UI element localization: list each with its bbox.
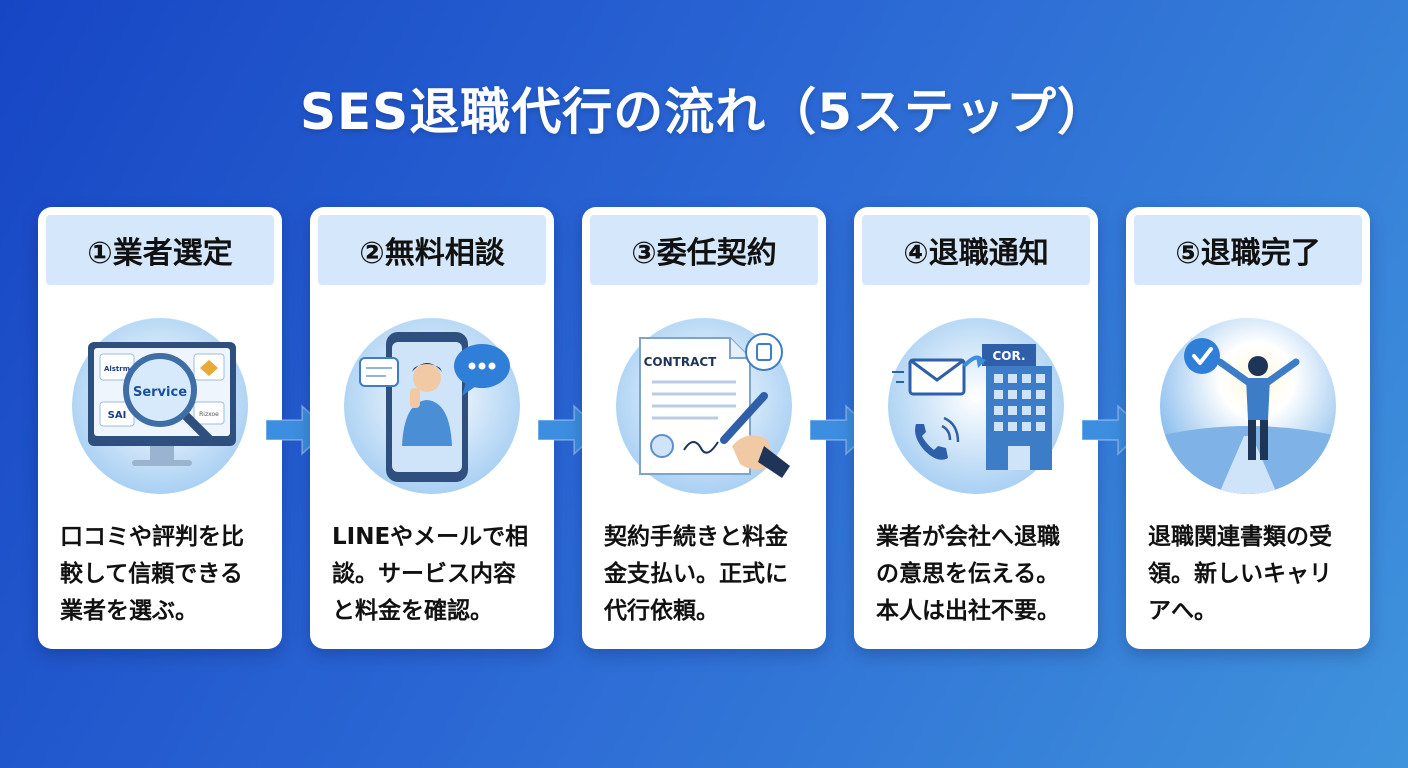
step-heading: ④退職通知: [862, 215, 1090, 285]
description-line: 談。サービス内容: [332, 561, 516, 587]
step-description: 口コミや評判を比 較して信頼できる 業者を選ぶ。: [60, 519, 266, 630]
description-line: 代行依頼。: [604, 598, 719, 624]
description-line: 業者を選ぶ。: [60, 598, 198, 624]
description-line: 金支払い。正式に: [604, 561, 788, 587]
step-heading: ③委任契約: [590, 215, 818, 285]
step-heading: ⑤退職完了: [1134, 215, 1362, 285]
step-card-2: ②無料相談 LINEやメールで相 談。サービス内容 と料金を確認。: [310, 207, 554, 649]
description-line: 退職関連書類の受: [1148, 524, 1332, 550]
logo-label: Rizxoe: [199, 411, 219, 418]
step-card-1: ①業者選定 Alstrm SAI Rizxoe Service 口コミや評判を比…: [38, 207, 282, 649]
complete-celebrate-icon: [1158, 316, 1338, 496]
page-title: SES退職代行の流れ（5ステップ）: [300, 83, 1108, 141]
description-line: 口コミや評判を比: [60, 524, 244, 550]
contract-sign-icon: CONTRACT: [614, 316, 794, 496]
description-line: 本人は出社不要。: [876, 598, 1060, 624]
description-line: アへ。: [1148, 598, 1217, 624]
step-description: 退職関連書類の受 領。新しいキャリ アへ。: [1148, 519, 1354, 630]
monitor-search-icon: Alstrm SAI Rizxoe Service: [70, 316, 250, 496]
description-line: と料金を確認。: [332, 598, 493, 624]
smartphone-chat-icon: [342, 316, 522, 496]
screen-label: Service: [133, 385, 187, 400]
step-description: 契約手続きと料金 金支払い。正式に 代行依頼。: [604, 519, 810, 630]
description-line: 較して信頼できる: [60, 561, 243, 587]
description-line: 業者が会社へ退職: [876, 524, 1060, 550]
step-description: LINEやメールで相 談。サービス内容 と料金を確認。: [332, 519, 538, 630]
logo-label: Alstrm: [104, 365, 130, 373]
building-sign: COR.: [992, 349, 1025, 363]
step-card-5: ⑤退職完了 退職関連書類の受 領。新しいキャリ アへ。: [1126, 207, 1370, 649]
description-line: 契約手続きと料金: [604, 524, 788, 550]
description-line: 領。新しいキャリ: [1148, 561, 1332, 587]
company-notice-icon: COR.: [886, 316, 1066, 496]
description-line: LINEやメールで相: [332, 524, 529, 550]
step-description: 業者が会社へ退職 の意思を伝える。 本人は出社不要。: [876, 519, 1082, 630]
document-title: CONTRACT: [644, 355, 718, 369]
step-card-3: ③委任契約 CONTRACT 契約手続きと料金 金支払い。正式に 代行依頼。: [582, 207, 826, 649]
logo-label: SAI: [108, 410, 127, 421]
step-heading: ②無料相談: [318, 215, 546, 285]
step-heading: ①業者選定: [46, 215, 274, 285]
step-card-4: ④退職通知 COR. 業者が会社へ退職: [854, 207, 1098, 649]
description-line: の意思を伝える。: [876, 561, 1060, 587]
